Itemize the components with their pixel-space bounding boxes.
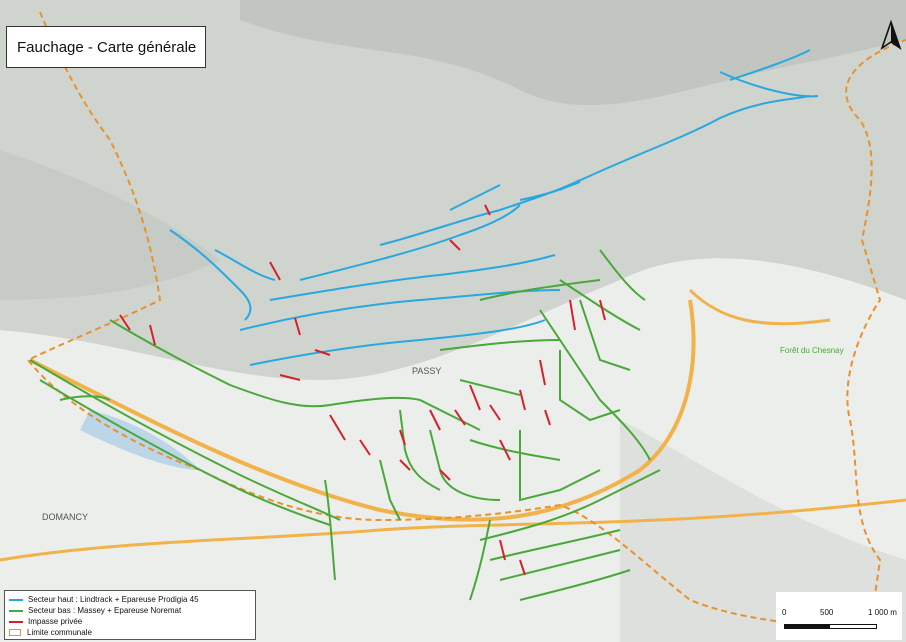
legend-swatch — [9, 598, 23, 601]
legend-label: Limite communale — [27, 628, 92, 637]
legend-swatch — [9, 609, 23, 612]
scale-segment — [784, 624, 829, 629]
scale-label: 1 000 m — [868, 608, 897, 617]
place-label: Forêt du Chesnay — [780, 346, 844, 355]
legend-swatch — [9, 629, 21, 636]
legend-label: Secteur bas : Massey + Epareuse Noremat — [28, 606, 182, 615]
legend-item: Limite communale — [9, 627, 251, 638]
map-legend: Secteur haut : Lindtrack + Epareuse Prod… — [4, 590, 256, 640]
place-label: PASSY — [412, 366, 442, 376]
legend-label: Secteur haut : Lindtrack + Epareuse Prod… — [28, 595, 199, 604]
legend-swatch — [9, 620, 23, 623]
place-label: DOMANCY — [42, 512, 89, 522]
scale-label: 500 — [820, 608, 834, 617]
scale-segment — [829, 624, 877, 629]
legend-item: Secteur haut : Lindtrack + Epareuse Prod… — [9, 594, 251, 605]
north-arrow-icon — [880, 20, 902, 50]
scale-bar: 0 500 1 000 m — [776, 592, 902, 640]
legend-label: Impasse privée — [28, 617, 83, 626]
legend-item: Secteur bas : Massey + Epareuse Noremat — [9, 605, 251, 616]
legend-item: Impasse privée — [9, 616, 251, 627]
map-title: Fauchage - Carte générale — [6, 26, 206, 68]
scale-label: 0 — [782, 608, 787, 617]
